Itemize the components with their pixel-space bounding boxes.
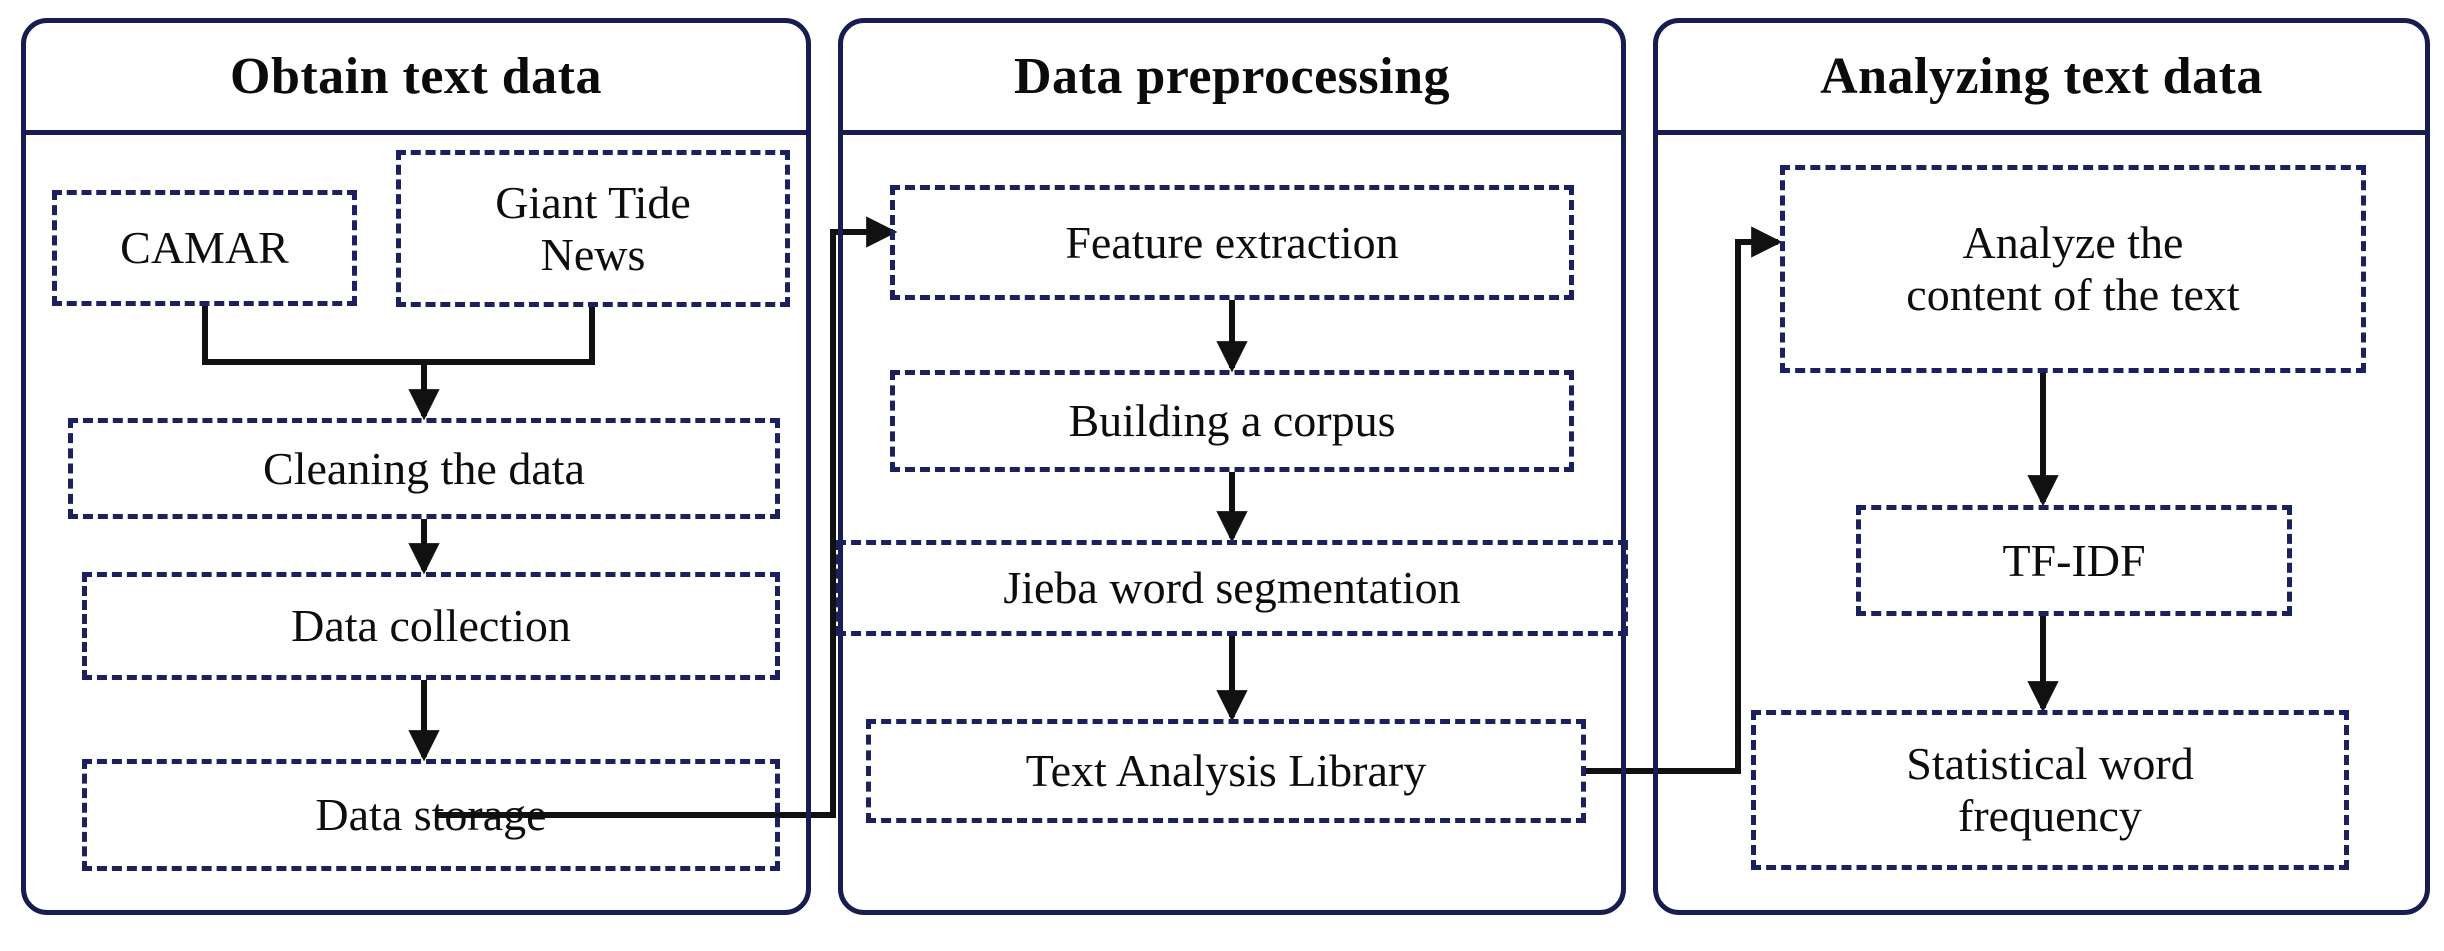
node-camar[interactable]: CAMAR (52, 190, 357, 306)
node-data-collection-label: Data collection (291, 600, 571, 652)
node-building-a-corpus-label: Building a corpus (1068, 395, 1396, 447)
node-analyze-the-content-of-the-text[interactable]: Analyze the content of the text (1780, 165, 2366, 373)
panel-analyzing-header: Analyzing text data (1658, 23, 2425, 135)
node-analyze-the-content-of-the-text-label: Analyze the content of the text (1906, 217, 2240, 320)
panel-preprocessing-title: Data preprocessing (1013, 48, 1451, 105)
panel-analyzing-title: Analyzing text data (1820, 48, 2263, 105)
node-jieba-word-segmentation-label: Jieba word segmentation (1003, 562, 1461, 614)
node-building-a-corpus[interactable]: Building a corpus (890, 370, 1574, 472)
node-camar-label: CAMAR (120, 222, 289, 274)
node-statistical-word-frequency[interactable]: Statistical word frequency (1751, 710, 2349, 870)
node-giant-tide-news[interactable]: Giant Tide News (396, 150, 790, 307)
panel-data-preprocessing: Data preprocessing (838, 18, 1626, 915)
panel-obtain-header: Obtain text data (26, 23, 806, 135)
panel-obtain-text-data: Obtain text data (21, 18, 811, 915)
panel-preprocessing-header: Data preprocessing (843, 23, 1621, 135)
node-feature-extraction[interactable]: Feature extraction (890, 185, 1574, 300)
node-data-storage-label: Data storage (315, 789, 547, 841)
node-statistical-word-frequency-label: Statistical word frequency (1906, 738, 2194, 841)
node-cleaning-the-data-label: Cleaning the data (263, 442, 585, 494)
panel-obtain-title: Obtain text data (230, 48, 602, 105)
node-data-storage[interactable]: Data storage (82, 759, 780, 871)
node-feature-extraction-label: Feature extraction (1065, 216, 1399, 268)
node-giant-tide-news-label: Giant Tide News (495, 176, 691, 280)
node-text-analysis-library[interactable]: Text Analysis Library (866, 719, 1586, 823)
node-tf-idf-label: TF-IDF (2002, 534, 2146, 586)
node-cleaning-the-data[interactable]: Cleaning the data (68, 418, 780, 519)
panel-analyzing-text-data: Analyzing text data (1653, 18, 2430, 915)
node-jieba-word-segmentation[interactable]: Jieba word segmentation (836, 540, 1628, 636)
node-tf-idf[interactable]: TF-IDF (1856, 505, 2292, 616)
node-data-collection[interactable]: Data collection (82, 572, 780, 680)
node-text-analysis-library-label: Text Analysis Library (1025, 745, 1427, 797)
